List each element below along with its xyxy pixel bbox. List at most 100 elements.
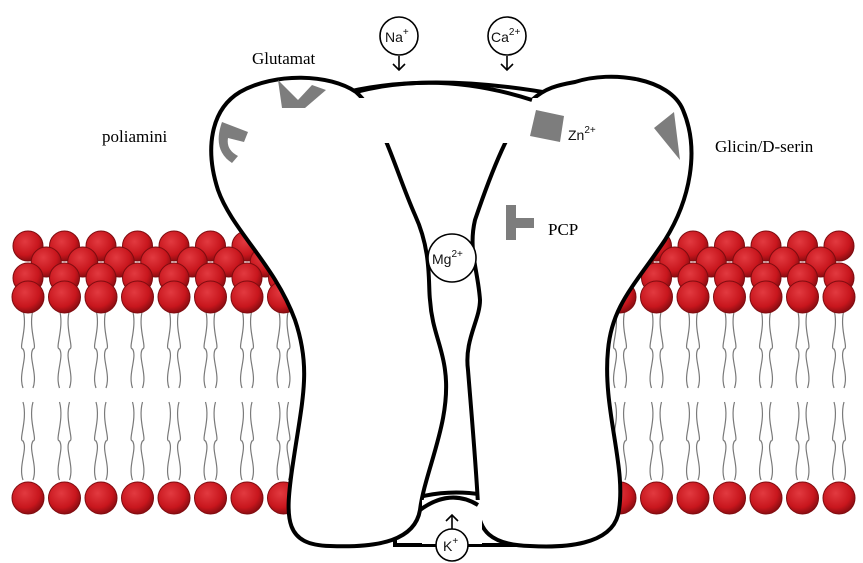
lipid-tail: [760, 402, 763, 480]
lipid-tail: [58, 402, 61, 480]
lipid-tail: [58, 310, 61, 388]
lipid-tail: [660, 310, 663, 388]
lipid-tail: [214, 310, 217, 388]
lipid-tail: [141, 402, 144, 480]
lipid-tail: [68, 402, 71, 480]
lipid-head: [158, 482, 190, 514]
pcp-label: PCP: [548, 220, 578, 239]
lipid-tail: [687, 402, 690, 480]
lipid-tail: [650, 310, 653, 388]
lipid-tail: [241, 402, 244, 480]
lipid-head: [677, 281, 709, 313]
glycine-label: Glicin/D-serin: [715, 137, 814, 156]
lipid-head: [714, 482, 746, 514]
lipid-tail: [796, 310, 799, 388]
ca-ion: Ca2+: [488, 17, 526, 70]
k-ion-charge: +: [452, 536, 458, 547]
lipid-head: [787, 281, 819, 313]
lipid-tail: [806, 402, 809, 480]
ca-ion-charge: 2+: [509, 27, 521, 38]
lipid-tail: [168, 402, 171, 480]
na-ion: Na+: [380, 17, 418, 70]
lipid-tail: [843, 402, 846, 480]
lipid-head: [231, 482, 263, 514]
polyamine-label: poliamini: [102, 127, 167, 146]
lipid-head: [12, 281, 44, 313]
lipid-tail: [32, 310, 35, 388]
lipid-tail: [32, 402, 35, 480]
lipid-tail: [105, 310, 108, 388]
lipid-head: [641, 281, 673, 313]
lipid-tail: [105, 402, 108, 480]
lipid-tail: [687, 310, 690, 388]
lipid-bilayer-left: [12, 231, 300, 514]
lipid-tail: [277, 310, 280, 388]
lipid-head: [750, 281, 782, 313]
lipid-tail: [251, 310, 254, 388]
lipid-head: [231, 281, 263, 313]
lipid-head: [49, 482, 81, 514]
lipid-tail: [141, 310, 144, 388]
mg-ion-charge: 2+: [451, 249, 463, 260]
lipid-head: [823, 482, 855, 514]
lipid-head: [195, 482, 227, 514]
lipid-tail: [251, 402, 254, 480]
lipid-tail: [287, 310, 290, 388]
lipid-head: [714, 281, 746, 313]
lipid-tail: [178, 402, 181, 480]
arrow-down-icon: [501, 56, 513, 70]
lipid-tail: [770, 310, 773, 388]
lipid-tail: [277, 402, 280, 480]
lipid-tail: [178, 310, 181, 388]
lipid-head: [823, 281, 855, 313]
lipid-head: [641, 482, 673, 514]
lipid-tail: [723, 402, 726, 480]
lipid-tail: [733, 310, 736, 388]
lipid-tail: [660, 402, 663, 480]
lipid-head: [49, 281, 81, 313]
lipid-tail: [287, 402, 290, 480]
glutamate-label: Glutamat: [252, 49, 316, 68]
lipid-tail: [723, 310, 726, 388]
lipid-tail: [95, 310, 98, 388]
lipid-tail: [796, 402, 799, 480]
lipid-tail: [22, 402, 25, 480]
lipid-head: [158, 281, 190, 313]
lipid-tail: [843, 310, 846, 388]
lipid-tail: [131, 402, 134, 480]
lipid-head: [195, 281, 227, 313]
lipid-tail: [624, 402, 627, 480]
lipid-tail: [733, 402, 736, 480]
lipid-tail: [806, 310, 809, 388]
lipid-tail: [697, 310, 700, 388]
lipid-tail: [214, 402, 217, 480]
mg-ion: Mg2+: [428, 234, 476, 282]
lipid-tail: [624, 310, 627, 388]
lipid-tail: [22, 310, 25, 388]
lipid-tail: [204, 310, 207, 388]
lipid-head: [12, 482, 44, 514]
lipid-tail: [95, 402, 98, 480]
lipid-head: [85, 281, 117, 313]
lipid-tail: [204, 402, 207, 480]
lipid-tail: [833, 310, 836, 388]
zn-ion-label: Zn: [568, 127, 584, 143]
lipid-head: [122, 281, 154, 313]
mg-ion-label: Mg: [432, 251, 451, 267]
lipid-tail: [131, 310, 134, 388]
lipid-tail: [68, 310, 71, 388]
lipid-tail: [760, 310, 763, 388]
lipid-tail: [650, 402, 653, 480]
lipid-tail: [241, 310, 244, 388]
ca-ion-label: Ca: [491, 29, 509, 45]
lipid-tail: [168, 310, 171, 388]
lipid-head: [85, 482, 117, 514]
lipid-head: [750, 482, 782, 514]
na-ion-label: Na: [385, 29, 403, 45]
lipid-head: [677, 482, 709, 514]
lipid-tail: [833, 402, 836, 480]
zn-ion-charge: 2+: [584, 125, 596, 136]
arrow-down-icon: [393, 56, 405, 70]
lipid-head: [122, 482, 154, 514]
